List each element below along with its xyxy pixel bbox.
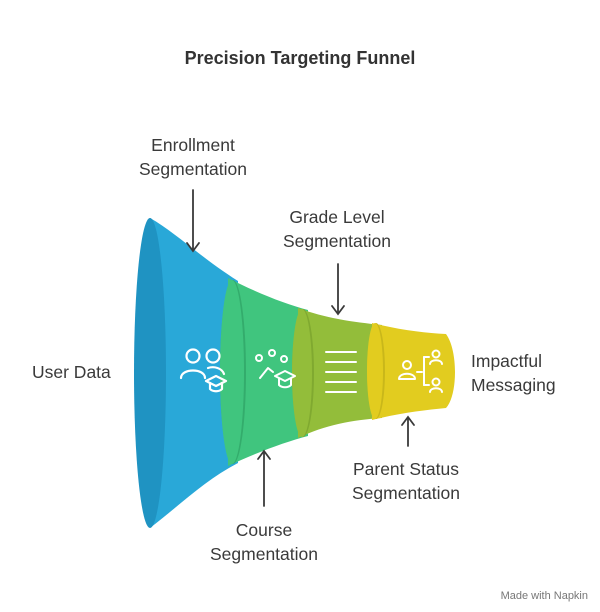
arrow-parent-status	[401, 415, 415, 447]
funnel-edge-1b	[220, 280, 244, 464]
course-network-icon	[255, 349, 296, 389]
label-course-segmentation: Course Segmentation	[210, 520, 318, 564]
label-enrollment-segmentation: Enrollment Segmentation	[139, 135, 247, 179]
arrow-course	[257, 449, 271, 507]
diagram-title: Precision Targeting Funnel	[184, 48, 416, 68]
label-grade-level-segmentation: Grade Level Segmentation	[283, 207, 391, 251]
label-user-data: User Data	[32, 362, 111, 382]
arrows	[186, 189, 415, 507]
arrow-enrollment	[186, 189, 200, 253]
made-with-credit: Made with Napkin	[500, 590, 588, 602]
lines-list-icon	[325, 351, 357, 393]
funnel-mouth	[134, 218, 166, 528]
funnel-segment-user-data	[150, 218, 238, 528]
funnel-edge-2b	[292, 309, 312, 437]
label-parent-status-segmentation: Parent Status Segmentation	[352, 459, 460, 503]
funnel-edge-3b	[367, 323, 383, 419]
arrow-grade-level	[331, 263, 345, 316]
label-impactful-messaging: Impactful Messaging	[471, 351, 556, 395]
funnel-segment-enrollment	[228, 278, 308, 466]
parent-hierarchy-icon	[398, 349, 443, 393]
users-graduation-icon	[179, 348, 228, 393]
funnel-segment-parent-status	[372, 323, 455, 420]
